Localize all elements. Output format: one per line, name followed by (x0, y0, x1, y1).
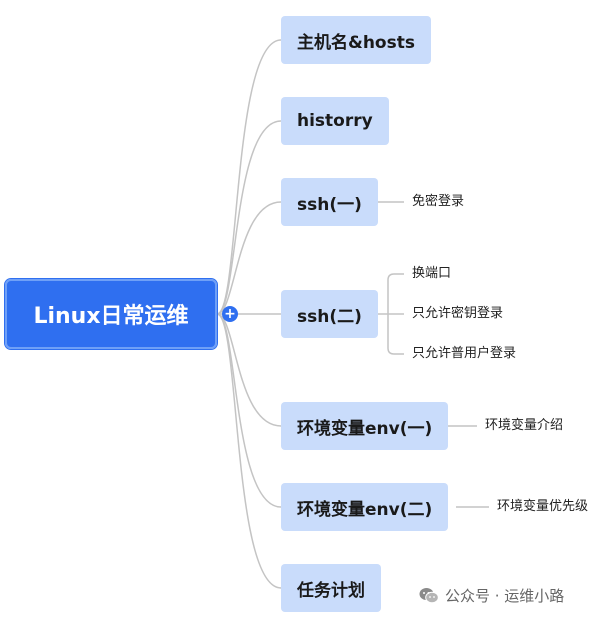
topic-label: 环境变量env(一) (297, 418, 433, 439)
subtopic-normal-user-only-login[interactable]: 只允许普用户登录 (412, 346, 517, 361)
topic-historry[interactable]: historry (281, 97, 389, 145)
watermark-text: 公众号 · 运维小路 (445, 587, 565, 605)
subtopic-change-port[interactable]: 换端口 (412, 266, 452, 281)
topic-env-2[interactable]: 环境变量env(二) (281, 483, 449, 531)
topic-label: 任务计划 (297, 580, 365, 601)
topic-cron[interactable]: 任务计划 (281, 564, 381, 612)
topic-label: historry (297, 111, 373, 131)
topic-label: 环境变量env(二) (297, 499, 433, 520)
topic-ssh-2[interactable]: ssh(二) (281, 290, 378, 338)
connector-root-hosts (216, 39, 282, 315)
topic-label: ssh(二) (297, 306, 362, 327)
wechat-icon (419, 588, 439, 604)
topic-ssh-1[interactable]: ssh(一) (281, 178, 378, 226)
subtopic-env-priority[interactable]: 环境变量优先级 (497, 499, 589, 514)
connector-root-historry (216, 120, 282, 315)
expand-toggle-icon[interactable]: + (222, 306, 238, 322)
root-topic-label: Linux日常运维 (33, 304, 189, 329)
subtopic-env-intro[interactable]: 环境变量介绍 (485, 418, 564, 433)
topic-hostname-hosts[interactable]: 主机名&hosts (281, 16, 431, 64)
connector-root-cron (216, 313, 282, 589)
topic-label: 主机名&hosts (297, 32, 415, 53)
watermark: 公众号 · 运维小路 (419, 585, 564, 606)
root-topic[interactable]: Linux日常运维 (4, 278, 218, 350)
topic-label: ssh(一) (297, 194, 362, 215)
topic-env-1[interactable]: 环境变量env(一) (281, 402, 449, 450)
subtopic-passwordless-login[interactable]: 免密登录 (412, 194, 465, 209)
subtopic-key-only-login[interactable]: 只允许密钥登录 (412, 306, 504, 321)
connector-root-env2 (216, 313, 282, 508)
